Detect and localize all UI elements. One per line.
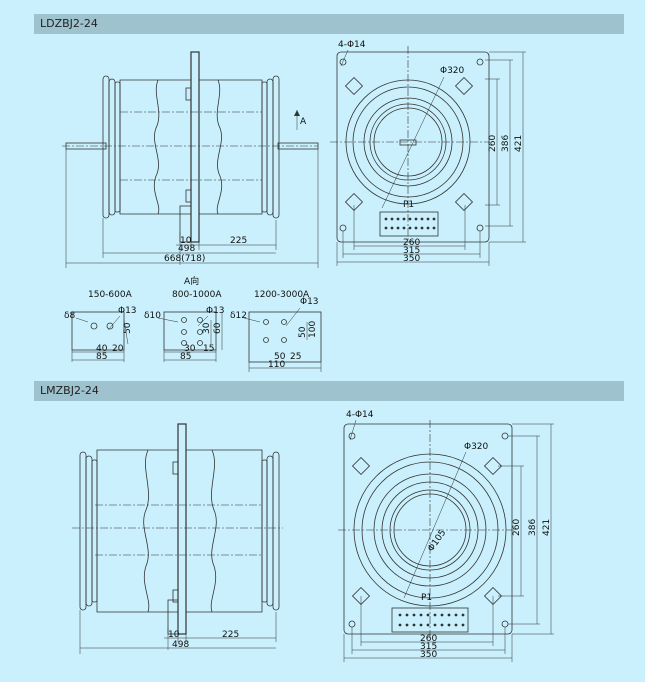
top-side-view: A 10 225 498 668(718) [62, 51, 319, 268]
bottom-dim-225: 225 [222, 630, 239, 640]
arrow-a-label: A [300, 117, 307, 127]
bottom-dim-h386: 386 [528, 519, 538, 536]
dim-h260: 260 [488, 135, 498, 152]
bottom-dim-10: 10 [168, 630, 180, 640]
detail3-hole: Φ13 [300, 297, 319, 307]
detail1-hole: Φ13 [118, 306, 137, 316]
detail2-range: 800-1000A [172, 290, 222, 300]
detail2-w1: 30 [184, 344, 196, 354]
dim-668: 668(718) [164, 254, 205, 264]
bottom-dim-w350: 350 [420, 650, 437, 660]
dim-498: 498 [178, 244, 195, 254]
detail1-w1: 40 [96, 344, 108, 354]
bottom-dim-h260: 260 [512, 519, 522, 536]
top-front-view: 4-Φ14 Φ320 P1 260 386 421 260 315 350 [330, 40, 526, 266]
dim-225: 225 [230, 236, 247, 246]
bottom-dim-h421: 421 [542, 519, 552, 536]
detail1-thk: δ8 [64, 311, 76, 321]
bottom-dim-w315: 315 [420, 642, 437, 652]
detail1-w2: 20 [112, 344, 124, 354]
bottom-holes-label: 4-Φ14 [346, 410, 374, 420]
detail2-w2: 15 [203, 344, 214, 354]
dim-h421: 421 [514, 135, 524, 152]
detail3-w1: 50 [274, 352, 286, 362]
detail2-h2: 60 [213, 322, 223, 334]
diameter-label: Φ320 [440, 66, 465, 76]
bottom-dim-w260: 260 [420, 634, 437, 644]
detail2-base: 85 [180, 352, 191, 362]
holes-label: 4-Φ14 [338, 40, 366, 50]
detail2-thk: δ10 [144, 311, 161, 321]
detail3-base: 110 [268, 360, 285, 370]
detail1-h: 50 [123, 322, 133, 334]
detail1-base: 85 [96, 352, 107, 362]
aview-title: A向 [184, 275, 199, 287]
bottom-dim-498: 498 [172, 640, 189, 650]
inner-diameter-label: Φ105 [426, 528, 448, 554]
dim-w315: 315 [403, 246, 420, 256]
dim-10: 10 [180, 236, 192, 246]
p1-label: P1 [403, 200, 414, 210]
detail3-w2: 25 [290, 352, 301, 362]
detail2-hole: Φ13 [206, 306, 225, 316]
detail3-thk: δ12 [230, 311, 247, 321]
detail1-range: 150-600A [88, 290, 133, 300]
dim-w260: 260 [403, 238, 420, 248]
detail3-range: 1200-3000A [254, 290, 310, 300]
section-header-ldzbj: LDZBJ2-24 [34, 14, 624, 34]
detail3-h2: 100 [308, 321, 318, 338]
detail3-h1: 50 [298, 326, 308, 338]
section-header-lmzbj: LMZBJ2-24 [34, 381, 624, 401]
dim-h386: 386 [501, 135, 511, 152]
bottom-front-view: 4-Φ14 Φ320 Φ105 P1 260 386 421 260 315 3… [338, 410, 554, 662]
bottom-diameter-label: Φ320 [464, 442, 489, 452]
bottom-p1-label: P1 [421, 593, 432, 603]
bottom-side-view: 10 225 498 [72, 423, 283, 654]
dim-w350: 350 [403, 254, 420, 264]
detail2-h1: 30 [202, 322, 212, 334]
a-view-details: A向 150-600A δ8 Φ13 50 40 20 85 800-1000A… [64, 275, 322, 372]
